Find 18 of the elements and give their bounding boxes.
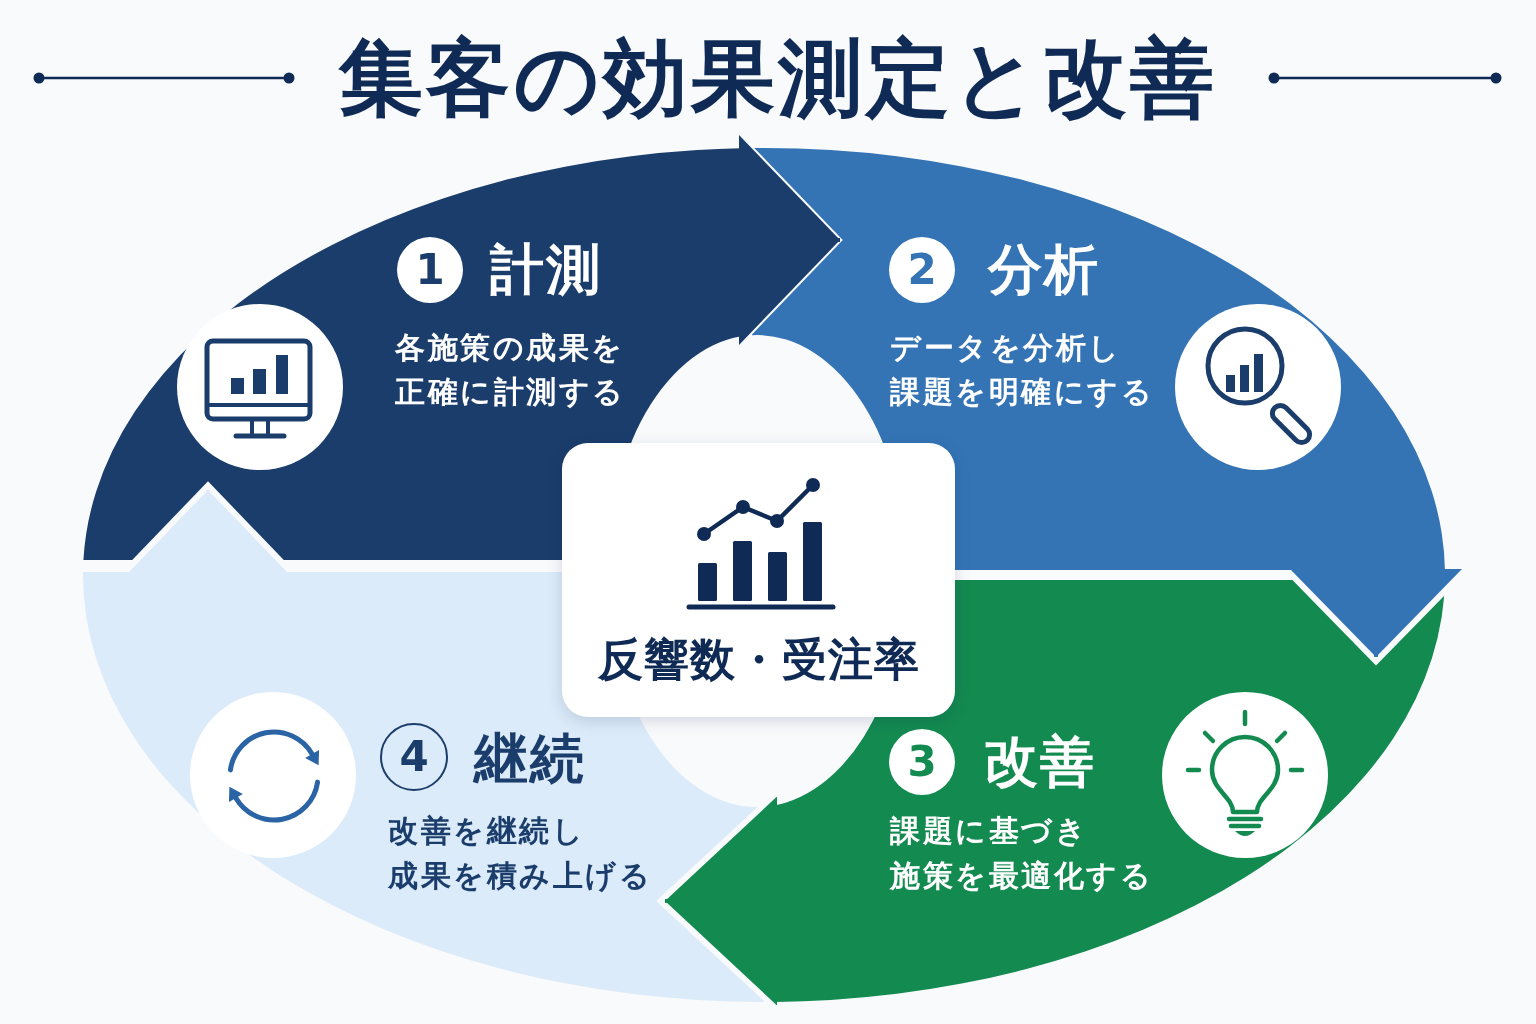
arrowhead: [1290, 569, 1462, 657]
metric-label: 反響数・受注率: [597, 632, 920, 688]
step-description: 改善を継続し成果を積み上げる: [388, 812, 652, 895]
arrowhead: [665, 796, 777, 1006]
step-description: 各施策の成果を正確に計測する: [395, 329, 626, 411]
arrowhead: [739, 135, 840, 345]
step-description: データを分析し課題を明確にする: [890, 329, 1154, 411]
step-description: 課題に基づき施策を最適化する: [890, 812, 1153, 895]
step-title: 継続: [474, 727, 586, 791]
step-title: 改善: [984, 730, 1096, 794]
title: 集客の効果測定と改善: [338, 32, 1218, 124]
metric-card: [562, 443, 955, 717]
arrowhead: [128, 490, 288, 573]
step-title: 計測: [490, 238, 602, 302]
arrow-segment: [776, 580, 1446, 1003]
step-title: 分析: [988, 238, 1100, 302]
number-badge: 4: [380, 723, 448, 791]
arrow-segment: [83, 147, 740, 560]
